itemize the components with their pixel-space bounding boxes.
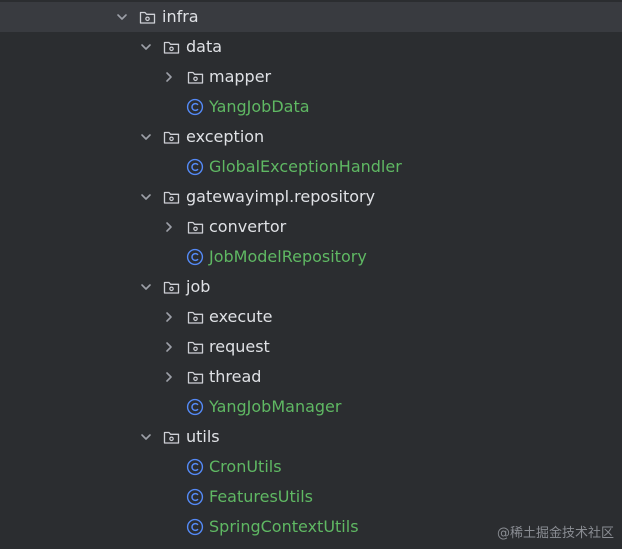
class-icon [186, 512, 204, 542]
tree-node-utils[interactable]: utils [0, 422, 622, 452]
tree-node-label: request [209, 337, 270, 356]
chevron-down-icon[interactable] [138, 182, 154, 212]
package-folder-icon [162, 32, 180, 62]
tree-node-label: YangJobManager [209, 397, 342, 416]
package-folder-icon [162, 422, 180, 452]
package-folder-icon [186, 362, 204, 392]
class-icon [186, 392, 204, 422]
tree-node-label: utils [186, 427, 220, 446]
tree-node-execute[interactable]: execute [0, 302, 622, 332]
chevron-down-icon[interactable] [138, 122, 154, 152]
class-icon [186, 152, 204, 182]
package-folder-icon [186, 212, 204, 242]
tree-node-label: exception [186, 127, 265, 146]
package-folder-icon [186, 302, 204, 332]
tree-node-convertor[interactable]: convertor [0, 212, 622, 242]
chevron-down-icon[interactable] [138, 422, 154, 452]
tree-node-thread[interactable]: thread [0, 362, 622, 392]
tree-node-label: mapper [209, 67, 272, 86]
tree-node-label: data [186, 37, 223, 56]
tree-node-label: gatewayimpl.repository [186, 187, 376, 206]
tree-node-featuresutils[interactable]: FeaturesUtils [0, 482, 622, 512]
tree-node-label: thread [209, 367, 262, 386]
tree-node-infra[interactable]: infra [0, 2, 622, 32]
tree-node-label: CronUtils [209, 457, 282, 476]
tree-node-request[interactable]: request [0, 332, 622, 362]
package-folder-icon [186, 332, 204, 362]
tree-node-label: infra [162, 7, 199, 26]
tree-node-label: GlobalExceptionHandler [209, 157, 402, 176]
tree-node-yangjobmanager[interactable]: YangJobManager [0, 392, 622, 422]
tree-node-label: convertor [209, 217, 287, 236]
package-folder-icon [162, 272, 180, 302]
package-folder-icon [162, 182, 180, 212]
tree-node-cronutils[interactable]: CronUtils [0, 452, 622, 482]
class-icon [186, 92, 204, 122]
tree-node-mapper[interactable]: mapper [0, 62, 622, 92]
chevron-right-icon[interactable] [161, 62, 177, 92]
chevron-right-icon[interactable] [161, 302, 177, 332]
tree-node-globalexceptionhandler[interactable]: GlobalExceptionHandler [0, 152, 622, 182]
tree-node-label: SpringContextUtils [209, 517, 359, 536]
watermark: @稀土掘金技术社区 [496, 526, 614, 541]
tree-node-label: job [186, 277, 211, 296]
tree-node-label: JobModelRepository [209, 247, 367, 266]
class-icon [186, 452, 204, 482]
chevron-down-icon[interactable] [138, 32, 154, 62]
tree-node-data[interactable]: data [0, 32, 622, 62]
chevron-right-icon[interactable] [161, 212, 177, 242]
package-folder-icon [138, 2, 156, 32]
package-folder-icon [162, 122, 180, 152]
tree-node-label: execute [209, 307, 273, 326]
chevron-down-icon[interactable] [138, 272, 154, 302]
class-icon [186, 242, 204, 272]
tree-node-job[interactable]: job [0, 272, 622, 302]
tree-node-springcontextutils[interactable]: SpringContextUtils [0, 512, 622, 542]
chevron-right-icon[interactable] [161, 362, 177, 392]
package-folder-icon [186, 62, 204, 92]
tree-node-label: YangJobData [209, 97, 310, 116]
chevron-right-icon[interactable] [161, 332, 177, 362]
tree-node-gatewayimpl-repository[interactable]: gatewayimpl.repository [0, 182, 622, 212]
tree-node-yangjobdata[interactable]: YangJobData [0, 92, 622, 122]
class-icon [186, 482, 204, 512]
tree-node-exception[interactable]: exception [0, 122, 622, 152]
tree-node-label: FeaturesUtils [209, 487, 314, 506]
tree-node-jobmodelrepository[interactable]: JobModelRepository [0, 242, 622, 272]
chevron-down-icon[interactable] [114, 2, 130, 32]
